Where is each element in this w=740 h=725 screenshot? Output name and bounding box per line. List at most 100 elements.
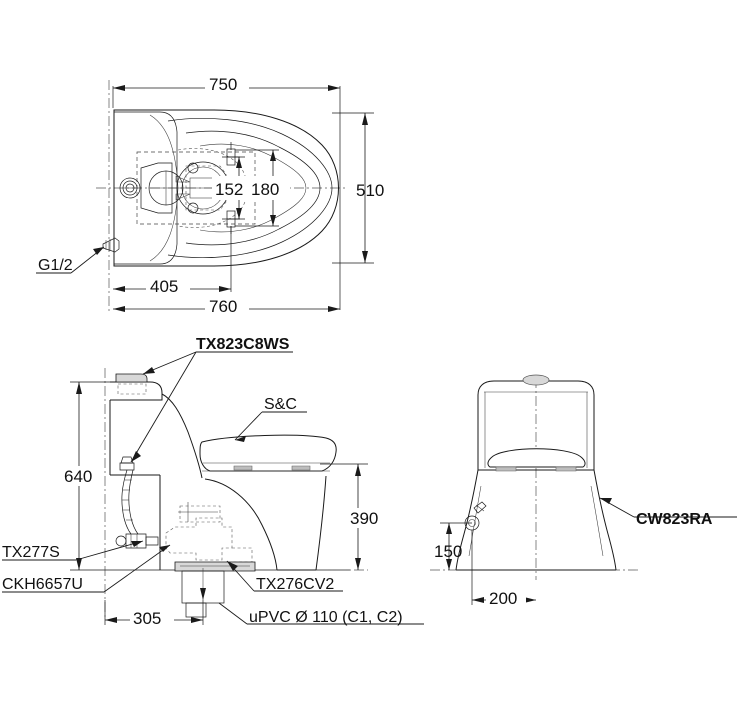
side-tank bbox=[110, 373, 163, 401]
callout-g12: G1/2 bbox=[36, 237, 120, 274]
upvc-leader-line bbox=[218, 602, 248, 625]
side-bowl-front-profile bbox=[204, 478, 278, 571]
callout-ckh6657u: CKH6657U bbox=[2, 544, 171, 593]
dim-200-group: 200 bbox=[471, 530, 536, 608]
side-tank-top bbox=[110, 381, 163, 401]
callout-upvc: uPVC Ø 110 (C1, C2) bbox=[218, 602, 424, 626]
front-inner-taper-right bbox=[590, 485, 604, 557]
side-seat-bumper-left bbox=[233, 465, 253, 471]
front-seat-bumper-left bbox=[495, 466, 517, 472]
dim-150-arrow-bottom bbox=[446, 559, 452, 570]
dim-305-mask bbox=[130, 608, 174, 628]
front-pedestal-left bbox=[455, 469, 479, 571]
cw823ra-label: CW823RA bbox=[636, 511, 713, 528]
dim-305-arrow-right bbox=[191, 617, 203, 623]
side-view: 640 390 305 TX8 bbox=[2, 336, 424, 628]
side-flush-hidden-rect bbox=[117, 383, 147, 395]
dim-305-label: 305 bbox=[133, 609, 161, 628]
dim-390-arrow-bottom bbox=[355, 558, 361, 570]
front-valve-rib bbox=[475, 504, 485, 512]
tx823-leader-2-arrow bbox=[131, 451, 141, 462]
g12-label: G1/2 bbox=[38, 257, 73, 274]
sc-leader-arrow bbox=[235, 436, 246, 442]
tx823c8ws-label: TX823C8WS bbox=[196, 336, 290, 353]
dim-180-arrow-bottom bbox=[270, 215, 276, 226]
dim-152-arrow-top bbox=[236, 157, 242, 168]
top-outer-contour bbox=[113, 109, 339, 267]
dim-405-mask bbox=[146, 276, 190, 296]
cw823-leader-arrow bbox=[600, 498, 612, 504]
dim-760-arrow-right bbox=[328, 306, 340, 312]
callout-sc: S&C bbox=[234, 396, 307, 442]
top-inlet-fitting-outer bbox=[119, 177, 141, 199]
side-seat-and-cover bbox=[199, 434, 337, 472]
dim-750-mask bbox=[205, 74, 249, 94]
side-angle-valve-outlet bbox=[145, 536, 159, 546]
dim-510-arrow-bottom bbox=[362, 251, 368, 263]
side-angle-valve-handle bbox=[115, 535, 127, 547]
top-bowl-opening bbox=[199, 143, 307, 233]
dim-305-group: 305 bbox=[104, 600, 204, 628]
top-flow-arrow-upper bbox=[175, 175, 191, 183]
side-angle-valve-body bbox=[125, 533, 147, 549]
dim-760-arrow-left bbox=[113, 306, 125, 312]
side-fill-nut bbox=[120, 456, 134, 464]
front-view: 150 200 CW823RA bbox=[430, 374, 737, 608]
top-seat-ring-outer bbox=[185, 130, 321, 246]
side-flex-hose-right bbox=[128, 469, 139, 535]
front-tank-outline bbox=[477, 380, 595, 471]
dim-405-arrow-right bbox=[219, 286, 231, 292]
dim-405-label: 405 bbox=[150, 277, 178, 296]
dim-510-group: 510 bbox=[332, 112, 384, 264]
front-seat-bumper-right bbox=[555, 466, 577, 472]
dim-640-mask bbox=[62, 466, 102, 486]
dim-200-arrow-left bbox=[472, 597, 484, 603]
ckh6657u-label: CKH6657U bbox=[2, 576, 83, 593]
front-valve-stem bbox=[473, 501, 487, 514]
top-inlet-fitting-mid bbox=[122, 180, 138, 196]
dim-750-label: 750 bbox=[209, 75, 237, 94]
dim-label-mask bbox=[212, 176, 290, 200]
dim-510-label: 510 bbox=[356, 181, 384, 200]
dim-760-label: 760 bbox=[209, 297, 237, 316]
sc-leader-line bbox=[234, 411, 263, 441]
side-seat-body bbox=[199, 434, 337, 472]
dim-640-label: 640 bbox=[64, 467, 92, 486]
dim-405-arrow-left bbox=[113, 286, 125, 292]
callout-tx823c8ws: TX823C8WS bbox=[130, 336, 293, 463]
dim-390-mask bbox=[348, 508, 388, 528]
front-pedestal bbox=[455, 469, 617, 571]
front-seat-and-cover bbox=[487, 448, 586, 472]
top-valve-hidden-body bbox=[185, 165, 227, 211]
side-upvc-flow-arrow bbox=[200, 588, 206, 600]
sc-label: S&C bbox=[264, 396, 297, 413]
ckh-leader-arrow bbox=[159, 545, 170, 552]
front-flush-button bbox=[522, 374, 550, 386]
top-rim-arc-lower bbox=[149, 187, 179, 262]
dim-200-label: 200 bbox=[489, 589, 517, 608]
side-body-outline bbox=[109, 393, 327, 571]
top-bolt-hole-group: 152 180 bbox=[212, 142, 290, 234]
side-upvc-socket bbox=[185, 602, 207, 618]
top-housing-block bbox=[140, 162, 173, 214]
top-flow-arrow-lower bbox=[175, 193, 191, 201]
dim-390-group: 390 bbox=[318, 463, 388, 571]
dim-640-arrow-bottom bbox=[76, 558, 82, 570]
dim-150-arrow-top bbox=[446, 523, 452, 534]
top-rim-arc-upper bbox=[149, 114, 179, 189]
front-seat-body bbox=[487, 448, 586, 468]
tx277s-leader-line bbox=[75, 540, 144, 561]
dim-180-label: 180 bbox=[251, 180, 279, 199]
side-outlet-gasket bbox=[174, 561, 256, 572]
g12-leader-arrow bbox=[93, 247, 104, 255]
front-tank bbox=[477, 374, 595, 471]
front-pedestal-right bbox=[593, 469, 617, 571]
tx277s-label: TX277S bbox=[2, 544, 60, 561]
tx276cv2-label: TX276CV2 bbox=[256, 576, 334, 593]
callout-tx277s: TX277S bbox=[2, 540, 144, 561]
dim-390-label: 390 bbox=[350, 509, 378, 528]
dim-150-label: 150 bbox=[434, 542, 462, 561]
side-flush-button bbox=[115, 373, 148, 383]
